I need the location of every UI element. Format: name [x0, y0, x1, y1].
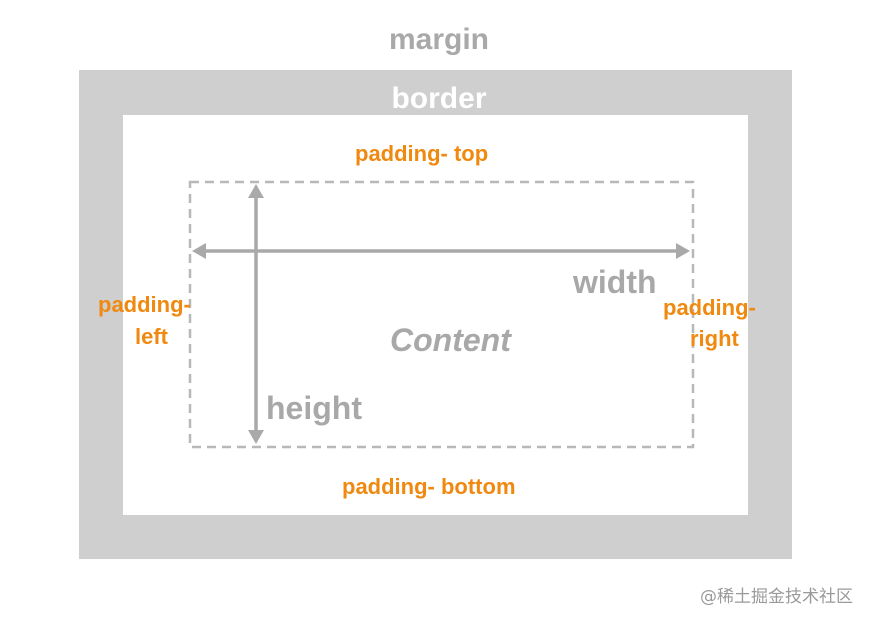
- margin-label: margin: [388, 23, 490, 56]
- width-arrow-left-head: [192, 243, 206, 259]
- width-arrow-right-head: [676, 243, 690, 259]
- padding-top-label: padding- top: [355, 141, 489, 166]
- padding-bottom-label: padding- bottom: [342, 474, 516, 499]
- padding-left-label-line1: padding-: [98, 292, 191, 317]
- height-arrow-top-head: [248, 184, 264, 198]
- padding-right-label-line1: padding-: [663, 295, 756, 320]
- content-box-outline: [188, 180, 695, 449]
- border-label: border: [391, 82, 487, 115]
- height-arrow-bottom-head: [248, 430, 264, 444]
- padding-left-label-line2: left: [135, 324, 168, 349]
- height-label: height: [266, 390, 362, 426]
- padding-right-label-line2: right: [690, 326, 739, 351]
- watermark-text: @稀土掘金技术社区: [700, 587, 853, 607]
- content-label: Content: [390, 322, 511, 358]
- width-label: width: [573, 264, 657, 300]
